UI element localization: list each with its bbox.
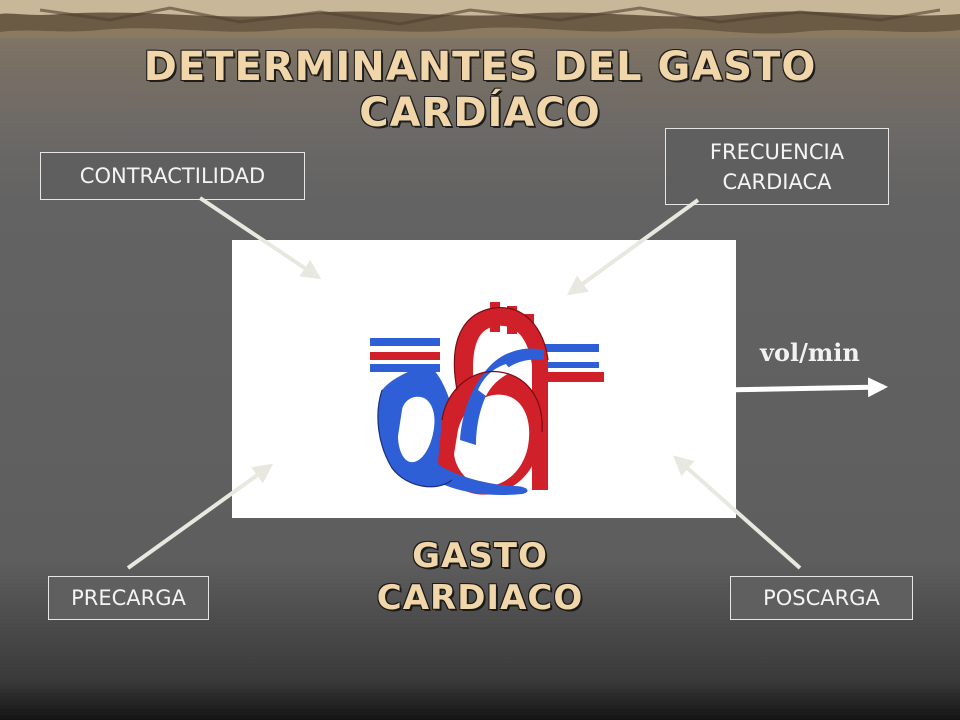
frecuencia-label-line1: FRECUENCIA (709, 139, 845, 164)
frecuencia-cardiaca-box: FRECUENCIA CARDIACA (665, 128, 889, 205)
precarga-box: PRECARGA (48, 576, 209, 620)
gasto-cardiaco-line1: GASTO (412, 536, 548, 576)
contractilidad-label: CONTRACTILIDAD (79, 164, 266, 188)
contractilidad-box: CONTRACTILIDAD (40, 152, 305, 200)
heart-panel (232, 240, 736, 518)
page-title-line2: CARDÍACO (359, 90, 601, 136)
page-title-line1: DETERMINANTES DEL GASTO (143, 44, 817, 90)
precarga-label: PRECARGA (71, 586, 186, 610)
poscarga-label: POSCARGA (763, 586, 880, 610)
output-label: vol/min (760, 338, 860, 367)
poscarga-box: POSCARGA (730, 576, 913, 620)
top-banner (0, 0, 960, 38)
gasto-cardiaco-line2: CARDIACO (376, 578, 584, 618)
frecuencia-label-line2: CARDIACA (722, 169, 832, 194)
heart-illustration-icon (370, 302, 604, 496)
